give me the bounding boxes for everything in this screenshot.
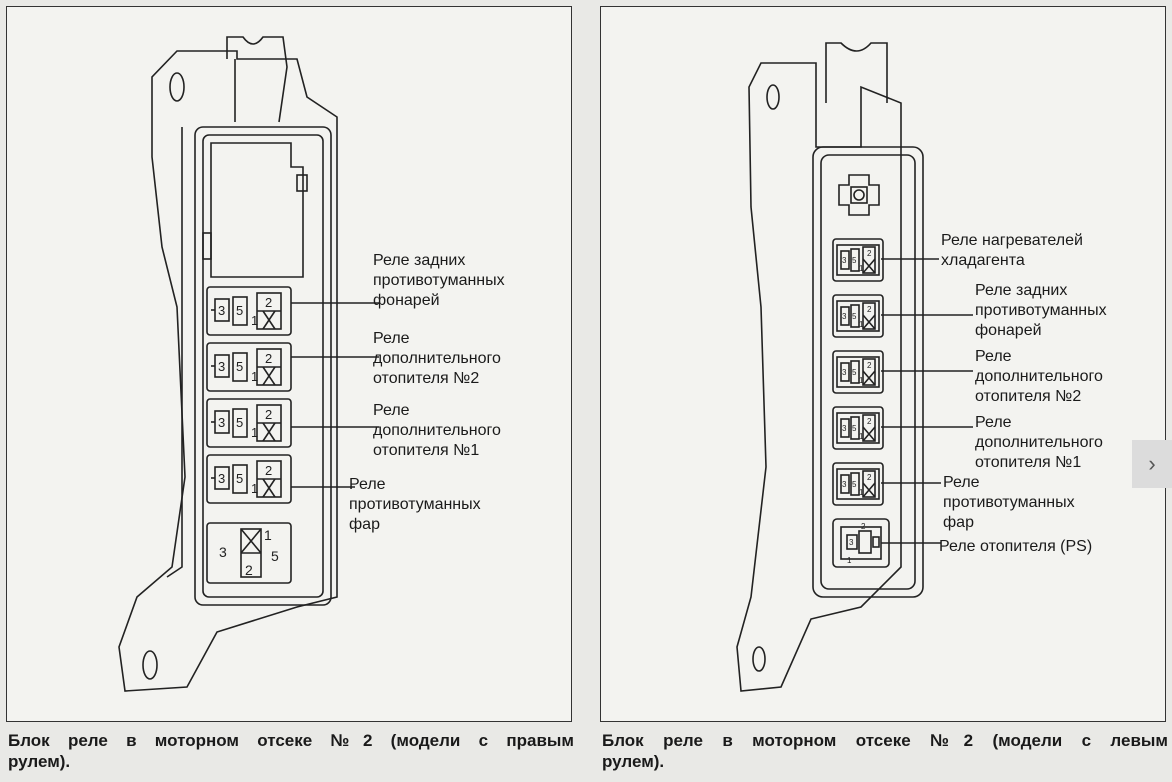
right-top-clip (825, 42, 888, 103)
left-label-heater2: Реле дополнительного отопителя №2 (373, 330, 501, 387)
left-bracket-outline (118, 50, 338, 692)
right-relay-box-inner (820, 154, 916, 590)
right-top-connector (838, 174, 880, 216)
right-diagram-panel: 3 2 1 3 5 1 2 Реле нагревателей х (600, 6, 1166, 722)
right-relay-box-outer (812, 146, 924, 598)
left-relay-box-outer (194, 126, 332, 606)
right-label-heater2: Реле дополнительного отопителя №2 (975, 348, 1103, 405)
left-diagram-panel: 3 1 5 2 3 5 1 2 Реле задних (6, 6, 572, 722)
right-relay-heater1 (832, 406, 884, 450)
svg-text:2: 2 (245, 562, 253, 578)
left-relay-heater2 (206, 342, 292, 392)
next-page-button[interactable]: › (1132, 440, 1172, 488)
right-mount-hole-top (766, 84, 780, 110)
left-mount-hole-bottom (142, 650, 158, 680)
left-empty-socket (210, 142, 304, 278)
right-relay-front-fog (832, 462, 884, 506)
left-relay-block-drawing: 3 1 5 2 3 5 1 2 (118, 36, 379, 692)
left-caption-line1: Блок реле в моторном отсеке №2 (модели с… (8, 731, 574, 750)
left-caption-line2: рулем). (8, 752, 71, 771)
svg-text:3: 3 (849, 538, 854, 547)
right-relay-heater-ps: 3 2 1 (832, 518, 890, 568)
svg-text:1: 1 (847, 556, 852, 565)
right-label-heater1: Реле дополнительного отопителя №1 (975, 414, 1103, 471)
right-relay-heater2 (832, 350, 884, 394)
svg-text:3: 3 (219, 544, 227, 560)
left-relay-front-fog (206, 454, 292, 504)
right-relay-refrigerant (832, 238, 884, 282)
svg-text:2: 2 (861, 522, 866, 531)
left-relay-rear-fog (206, 286, 292, 336)
svg-text:1: 1 (264, 527, 272, 543)
left-label-heater1: Реле дополнительного отопителя №1 (373, 402, 501, 459)
right-label-front-fog: Реле противотуманных фар (943, 474, 1075, 531)
right-caption-line1: Блок реле в моторном отсеке №2 (модели с… (602, 731, 1168, 750)
right-label-heater-ps: Реле отопителя (PS) (939, 538, 1093, 555)
left-caption: Блок реле в моторном отсеке №2 (модели с… (8, 730, 574, 772)
right-relay-block-drawing: 3 2 1 3 5 1 2 (736, 42, 973, 692)
left-relay-heater1 (206, 398, 292, 448)
left-mount-hole-top (169, 72, 185, 102)
right-label-refrigerant: Реле нагревателей хладагента (941, 232, 1083, 269)
left-top-clip (226, 36, 288, 123)
right-caption-line2: рулем). (602, 752, 665, 771)
right-relay-rear-fog (832, 294, 884, 338)
left-relay-box-inner (202, 134, 324, 598)
left-label-front-fog: Реле противотуманных фар (349, 476, 481, 533)
left-relay-large: 3 1 5 2 (206, 522, 292, 584)
svg-text:5: 5 (271, 548, 279, 564)
right-mount-hole-bottom (752, 646, 766, 672)
right-label-rear-fog: Реле задних противотуманных фонарей (975, 282, 1107, 339)
left-label-rear-fog: Реле задних противотуманных фонарей (373, 252, 505, 309)
right-caption: Блок реле в моторном отсеке №2 (модели с… (602, 730, 1168, 772)
left-bracket-inner (166, 127, 183, 578)
